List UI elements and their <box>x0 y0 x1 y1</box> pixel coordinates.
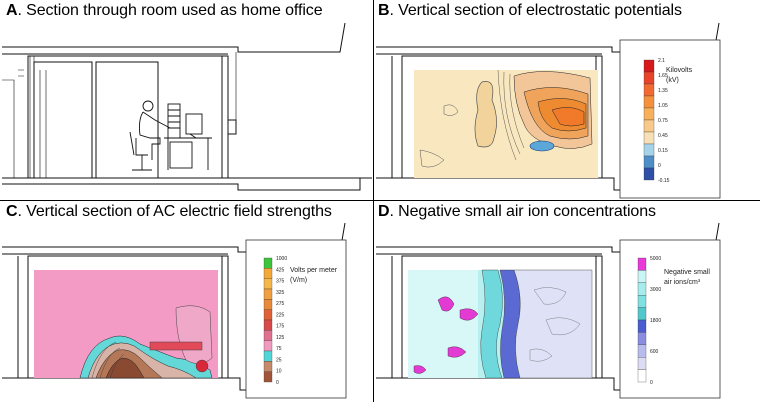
panel-b-title: B. Vertical section of electrostatic pot… <box>378 2 682 20</box>
legend-b-tick: 2.1 <box>658 58 665 64</box>
legend-d-swatch <box>637 307 647 321</box>
legend-b-tick: 1.35 <box>658 88 668 94</box>
legend-d-swatch <box>637 295 647 308</box>
legend-c-tick: 225 <box>276 312 285 318</box>
legend-d-swatch <box>637 270 647 283</box>
panel-c-title-text: . Vertical section of AC electric field … <box>17 203 332 220</box>
legend-b-swatch <box>643 143 655 157</box>
legend-c-swatch <box>263 350 273 362</box>
panel-a-title-text: . Section through room used as home offi… <box>17 2 323 19</box>
legend-c-swatch <box>263 330 273 341</box>
legend-b-tick: 1.65 <box>658 73 668 79</box>
legend-c-swatch <box>263 371 273 383</box>
legend-d-swatch <box>637 344 647 358</box>
panel-b-letter: B <box>378 2 390 19</box>
legend-c-swatch <box>263 257 273 269</box>
legend-b-swatch <box>643 59 655 73</box>
legend-d-swatch <box>637 369 647 383</box>
panel-c-legend-line1: Volts per meter <box>290 267 338 274</box>
panel-a-room-section <box>2 22 372 191</box>
legend-c-swatch <box>263 361 273 372</box>
panel-a-letter: A <box>6 2 18 19</box>
panel-b-legend-line1: Kilovolts <box>666 67 693 74</box>
legend-c-tick: 275 <box>276 301 285 307</box>
legend-c-swatch <box>263 309 273 321</box>
legend-c-swatch <box>263 319 273 331</box>
legend-c-swatch <box>263 268 273 279</box>
legend-b-swatch <box>643 119 655 133</box>
panel-b-left-blob <box>474 81 497 148</box>
legend-d-swatch <box>637 319 647 333</box>
legend-c-tick: 25 <box>276 357 282 363</box>
panel-c-contour-section: 1000 425 375 325 275 225 175 125 75 25 10 0 Volts p… <box>2 222 347 399</box>
legend-b-swatch <box>643 167 655 181</box>
legend-d-tick: 1800 <box>650 318 661 324</box>
legend-b-swatch <box>643 71 655 85</box>
legend-d-tick: 0 <box>650 380 653 386</box>
panel-a-title: A. Section through room used as home off… <box>6 2 323 20</box>
panel-b-legend: 2.1 1.65 1.35 1.05 0.75 0.45 0.15 0 -0.15 Kilovo… <box>619 39 721 199</box>
panel-c-legend: 1000 425 375 325 275 225 175 125 75 25 10 0 Volts p… <box>245 239 347 399</box>
legend-c-tick: 325 <box>276 290 285 296</box>
legend-c-swatch <box>263 299 273 310</box>
vertical-divider <box>373 0 374 402</box>
legend-c-tick: 375 <box>276 279 285 285</box>
horizontal-divider <box>0 200 760 201</box>
legend-d-tick: 600 <box>650 349 659 355</box>
panel-c-legend-line2: (V/m) <box>290 277 307 284</box>
panel-c-legend-bar <box>263 257 273 383</box>
legend-d-swatch <box>637 332 647 345</box>
legend-b-tick: 0.75 <box>658 118 668 124</box>
legend-b-tick: 0 <box>658 163 661 169</box>
legend-c-tick: 10 <box>276 369 282 375</box>
legend-d-swatch <box>637 257 647 271</box>
legend-c-swatch <box>263 278 273 290</box>
legend-b-tick: 0.15 <box>658 148 668 154</box>
panel-d-title: D. Negative small air ion concentrations <box>378 203 656 221</box>
legend-d-tick: 3000 <box>650 287 661 293</box>
panel-b-hotspot <box>513 71 593 149</box>
legend-c-tick: 0 <box>276 380 279 386</box>
legend-c-swatch <box>263 288 273 300</box>
legend-c-tick: 175 <box>276 324 285 330</box>
panel-d-legend-line1: Negative small <box>664 269 710 276</box>
panel-d-title-text: . Negative small air ion concentrations <box>389 203 656 220</box>
panel-d-high-ion-pockets <box>413 296 479 374</box>
panel-d-ion-bands <box>480 269 593 379</box>
legend-c-tick: 425 <box>276 267 285 273</box>
legend-c-swatch <box>263 340 273 352</box>
panel-b-negative-pocket <box>529 140 555 152</box>
legend-b-swatch <box>643 155 655 169</box>
legend-c-tick: 125 <box>276 335 285 341</box>
panel-d-letter: D <box>378 203 390 220</box>
legend-d-swatch <box>637 282 647 296</box>
panel-d-legend: 5000 3000 1800 600 0 Negative small air ions… <box>619 239 721 399</box>
panel-b-contour-section: 2.1 1.65 1.35 1.05 0.75 0.45 0.15 0 -0.15 Kilovo… <box>376 22 721 199</box>
legend-c-tick: 1000 <box>276 256 287 262</box>
panel-b-legend-bar <box>643 59 655 181</box>
panel-c-floor-hotspot <box>79 335 213 379</box>
legend-b-swatch <box>643 83 655 97</box>
legend-b-swatch <box>643 95 655 109</box>
legend-d-swatch <box>637 357 647 370</box>
panel-d-legend-bar <box>637 257 647 383</box>
legend-b-tick: 0.45 <box>658 133 668 139</box>
legend-c-tick: 75 <box>276 346 282 352</box>
legend-d-tick: 5000 <box>650 256 661 262</box>
panel-c-letter: C <box>6 203 18 220</box>
legend-b-swatch <box>643 131 655 145</box>
panel-d-contour-section: 5000 3000 1800 600 0 Negative small air ions… <box>376 222 721 399</box>
panel-d-legend-line2: air ions/cm³ <box>664 279 701 286</box>
panel-c-title: C. Vertical section of AC electric field… <box>6 203 332 221</box>
legend-b-tick: 1.05 <box>658 103 668 109</box>
legend-b-tick: -0.15 <box>658 178 670 184</box>
panel-b-legend-line2: (kV) <box>666 77 679 84</box>
legend-b-swatch <box>643 107 655 121</box>
panel-b-title-text: . Vertical section of electrostatic pote… <box>389 2 682 19</box>
